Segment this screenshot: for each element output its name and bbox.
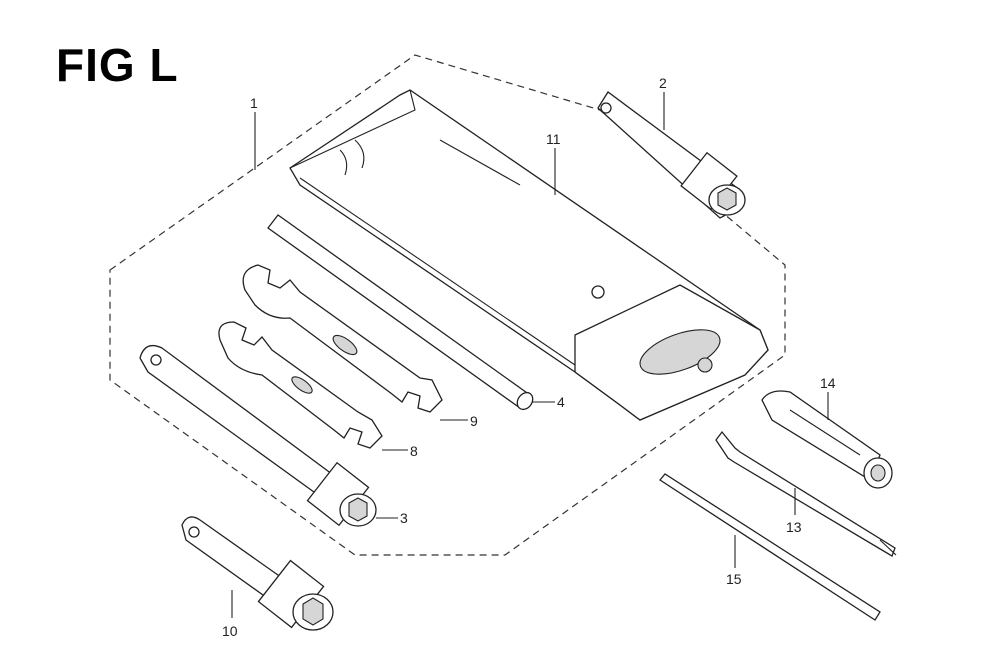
callout-3: 3 — [400, 510, 408, 526]
callout-11: 11 — [546, 131, 561, 147]
leader-lines — [231, 92, 829, 618]
callout-8: 8 — [410, 443, 418, 459]
callout-14: 14 — [820, 375, 836, 391]
callout-10: 10 — [222, 623, 238, 639]
figure-title: FIG L — [56, 39, 179, 91]
callout-1: 1 — [250, 95, 258, 111]
callout-4: 4 — [557, 394, 565, 410]
screwdriver[interactable] — [715, 430, 897, 557]
socket-wrench-short[interactable] — [181, 516, 334, 631]
pin-rod[interactable] — [659, 473, 881, 621]
tool-kit-boundary — [109, 54, 786, 556]
socket-wrench-large[interactable] — [597, 91, 746, 219]
open-end-wrench-small[interactable] — [218, 321, 383, 449]
socket-wrench-medium[interactable] — [139, 344, 377, 527]
callout-13: 13 — [786, 519, 802, 535]
open-end-wrench-large[interactable] — [242, 264, 443, 413]
screwdriver-grip[interactable] — [761, 390, 893, 489]
callout-15: 15 — [726, 571, 742, 587]
callout-2: 2 — [659, 75, 667, 91]
handle-bar[interactable] — [267, 214, 536, 412]
callout-9: 9 — [470, 413, 478, 429]
tool-bag[interactable] — [289, 89, 769, 421]
